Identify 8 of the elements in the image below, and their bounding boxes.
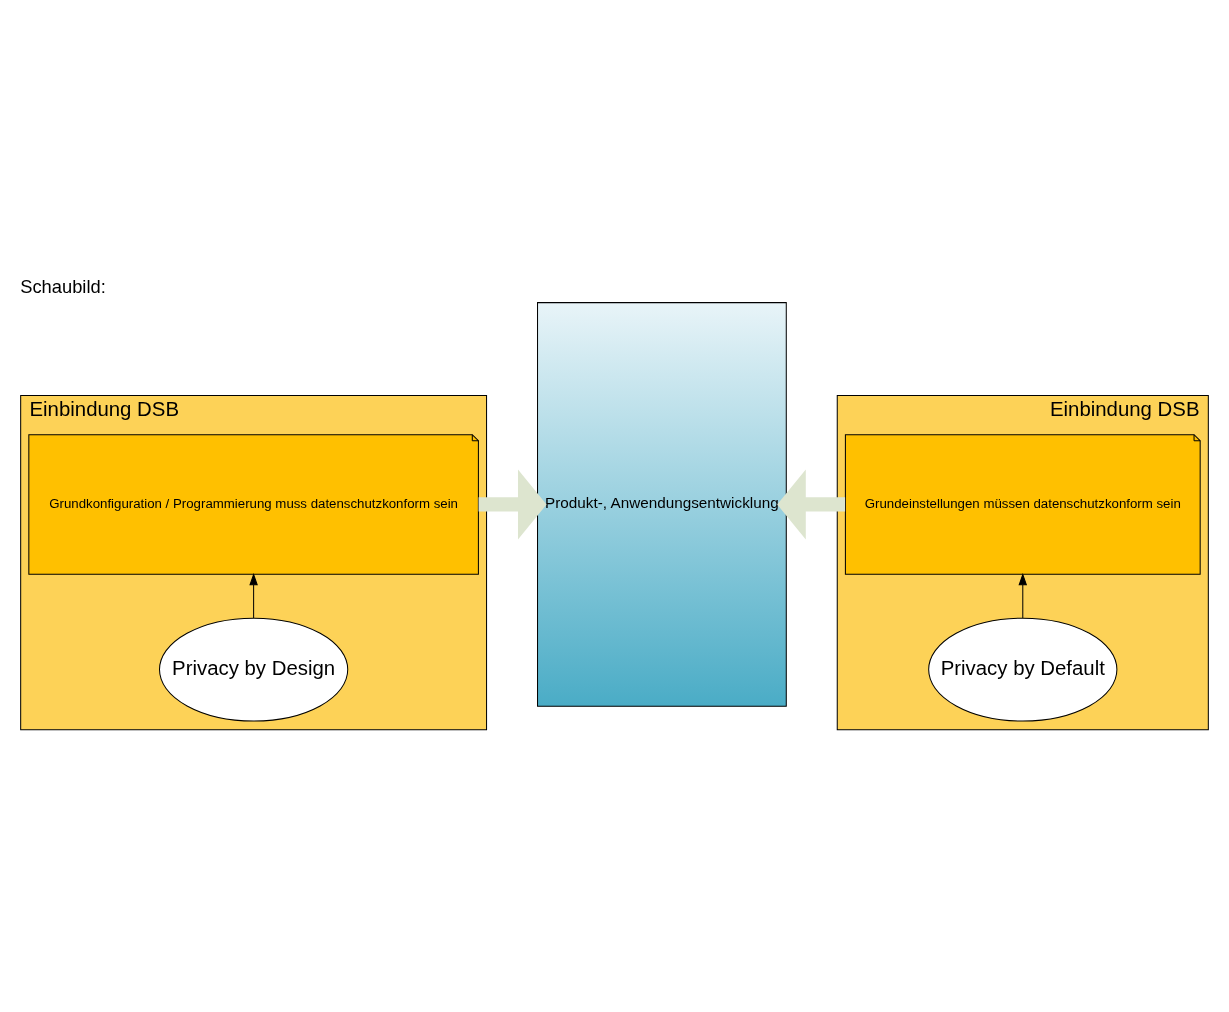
arrow — [1018, 573, 1028, 619]
node-ellipse: Privacy by Design — [159, 617, 349, 722]
node-box: Produkt-, Anwendungsentwicklung — [537, 302, 787, 707]
arrow — [777, 469, 846, 540]
node-ellipse: Privacy by Default — [928, 617, 1118, 722]
diagram-title: Schaubild: — [20, 275, 106, 297]
arrow — [249, 573, 258, 619]
arrow — [478, 469, 547, 540]
